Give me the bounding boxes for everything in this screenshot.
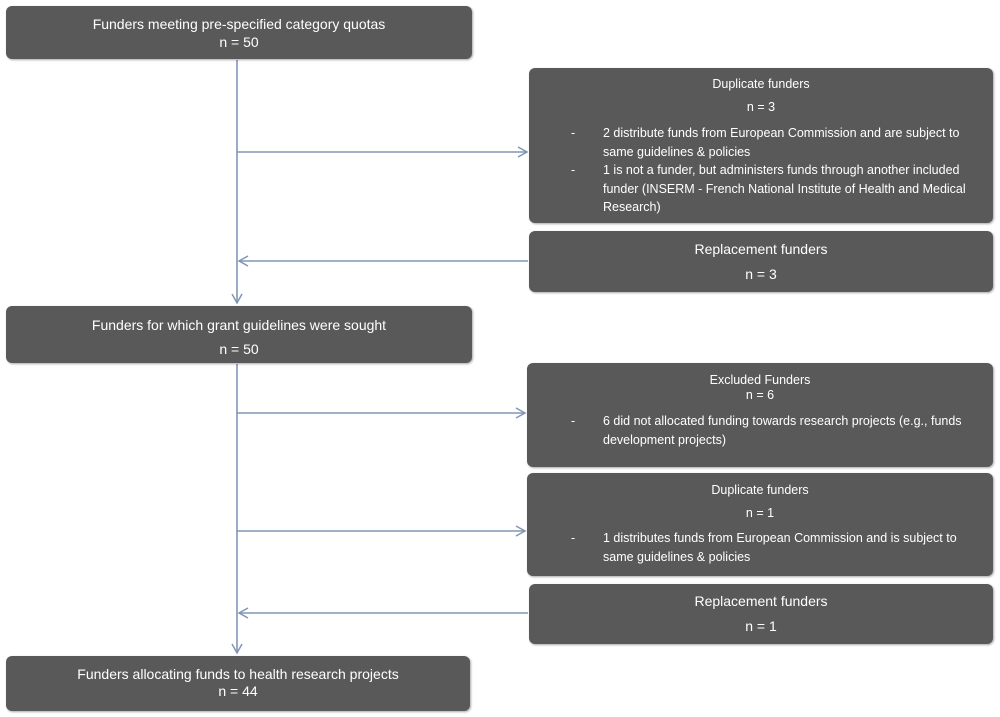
excluded-count: n = 6 — [745, 388, 775, 402]
duplicate-funders-box-2: Duplicate funders n = 1 -1 distributes f… — [527, 473, 993, 576]
list-item: -2 distribute funds from European Commis… — [571, 126, 960, 159]
replacement-2-count: n = 1 — [745, 618, 777, 634]
duplicate-1-title: Duplicate funders — [712, 77, 810, 91]
start-count: n = 50 — [219, 34, 259, 50]
list-item: -1 is not a funder, but administers fund… — [571, 163, 966, 214]
replacement-funders-box-2: Replacement funders n = 1 — [529, 584, 993, 644]
replacement-1-title: Replacement funders — [694, 241, 828, 257]
list-item: -6 did not allocated funding towards res… — [571, 414, 962, 447]
final-title: Funders allocating funds to health resea… — [77, 666, 399, 682]
start-box: Funders meeting pre-specified category q… — [6, 6, 472, 59]
sought-box: Funders for which grant guidelines were … — [6, 306, 472, 363]
duplicate-2-count: n = 1 — [745, 506, 775, 520]
replacement-1-count: n = 3 — [745, 266, 777, 282]
duplicate-1-count: n = 3 — [746, 100, 776, 114]
replacement-2-title: Replacement funders — [694, 593, 828, 609]
sought-title: Funders for which grant guidelines were … — [91, 317, 387, 333]
excluded-title: Excluded Funders — [709, 373, 811, 387]
duplicate-1-list: -2 distribute funds from European Commis… — [571, 124, 987, 217]
sought-count: n = 50 — [219, 341, 259, 357]
final-count: n = 44 — [218, 683, 258, 699]
duplicate-funders-box-1: Duplicate funders n = 3 -2 distribute fu… — [529, 68, 993, 223]
duplicate-2-title: Duplicate funders — [711, 483, 809, 497]
excluded-list: -6 did not allocated funding towards res… — [571, 412, 987, 449]
start-title: Funders meeting pre-specified category q… — [92, 16, 386, 32]
excluded-funders-box: Excluded Funders n = 6 -6 did not alloca… — [527, 363, 993, 467]
final-box: Funders allocating funds to health resea… — [6, 656, 470, 711]
list-item: -1 distributes funds from European Commi… — [571, 531, 957, 564]
duplicate-2-list: -1 distributes funds from European Commi… — [571, 529, 987, 566]
replacement-funders-box-1: Replacement funders n = 3 — [529, 231, 993, 292]
